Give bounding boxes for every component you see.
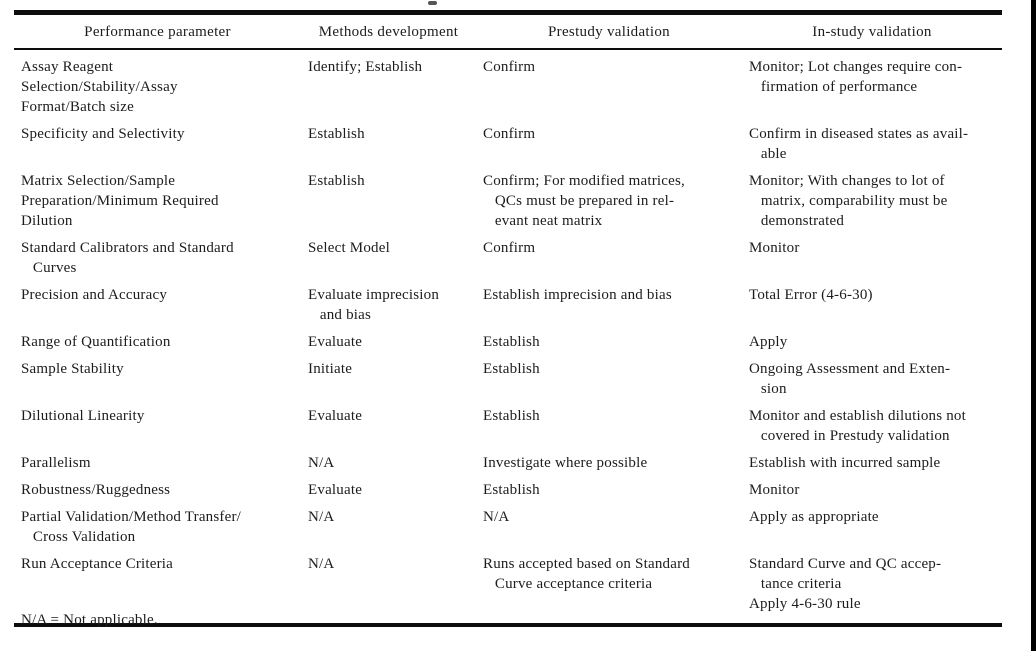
table-row: Standard Calibrators and Standard Curves… [14,231,1002,278]
cell-parameter: Parallelism [21,455,91,471]
cell-methods-development: N/A [308,455,335,471]
column-header-methods-development: Methods development [301,12,476,50]
table-row: Assay Reagent Selection/Stability/Assay … [14,49,1002,117]
scan-edge-bar [1031,0,1036,651]
cell-in-study-validation: Monitor and establish dilutions not cove… [749,408,966,444]
cell-prestudy-validation: Investigate where possible [483,455,648,471]
validation-parameters-table: Performance parameter Methods developmen… [14,10,1002,627]
cell-methods-development: Select Model [308,240,390,256]
cell-prestudy-validation: Runs accepted based on Standard Curve ac… [483,556,690,592]
header-row: Performance parameter Methods developmen… [14,12,1002,50]
cell-methods-development: Evaluate [308,408,363,424]
cell-parameter: Matrix Selection/Sample Preparation/Mini… [21,173,219,229]
cell-parameter: Run Acceptance Criteria [21,556,174,572]
cell-parameter: Dilutional Linearity [21,408,145,424]
table-row: Matrix Selection/Sample Preparation/Mini… [14,164,1002,231]
cell-prestudy-validation: N/A [483,509,510,525]
cell-methods-development: N/A [308,556,335,572]
cell-in-study-validation: Standard Curve and QC accep- tance crite… [749,556,942,612]
cell-in-study-validation: Monitor [749,482,800,498]
cell-methods-development: Initiate [308,361,353,377]
cell-in-study-validation: Apply as appropriate [749,509,879,525]
table-row: Range of Quantification Evaluate Establi… [14,325,1002,352]
cell-in-study-validation: Ongoing Assessment and Exten- sion [749,361,951,397]
cell-methods-development: Evaluate [308,482,363,498]
cell-in-study-validation: Confirm in diseased states as avail- abl… [749,126,969,162]
cell-parameter: Assay Reagent Selection/Stability/Assay … [21,59,178,115]
cell-parameter: Specificity and Selectivity [21,126,185,142]
cell-prestudy-validation: Establish imprecision and bias [483,287,672,303]
cell-in-study-validation: Monitor [749,240,800,256]
cell-prestudy-validation: Establish [483,361,540,377]
cell-parameter: Partial Validation/Method Transfer/ Cros… [21,509,242,545]
cell-parameter: Sample Stability [21,361,124,377]
cell-prestudy-validation: Confirm [483,240,536,256]
cell-prestudy-validation: Confirm [483,126,536,142]
table-footnote: N/A = Not applicable. [21,612,158,628]
cell-in-study-validation: Apply [749,334,788,350]
column-header-performance-parameter: Performance parameter [14,12,301,50]
cell-in-study-validation: Monitor; Lot changes require con- firmat… [749,59,963,95]
cell-prestudy-validation: Establish [483,408,540,424]
column-header-prestudy-validation: Prestudy validation [476,12,742,50]
cell-parameter: Standard Calibrators and Standard Curves [21,240,234,276]
cell-methods-development: Identify; Establish [308,59,423,75]
cell-in-study-validation: Monitor; With changes to lot of matrix, … [749,173,948,229]
table-row: Robustness/Ruggedness Evaluate Establish… [14,473,1002,500]
cell-in-study-validation: Establish with incurred sample [749,455,941,471]
cell-parameter: Precision and Accuracy [21,287,168,303]
cell-methods-development: Evaluate imprecision and bias [308,287,440,323]
table-row: Sample Stability Initiate Establish Ongo… [14,352,1002,399]
cell-in-study-validation: Total Error (4-6-30) [749,287,873,303]
cell-parameter: Robustness/Ruggedness [21,482,171,498]
cell-methods-development: Establish [308,173,365,189]
table-row: Dilutional Linearity Evaluate Establish … [14,399,1002,446]
column-header-in-study-validation: In-study validation [742,12,1002,50]
cell-prestudy-validation: Confirm; For modified matrices, QCs must… [483,173,685,229]
table-row: Precision and Accuracy Evaluate imprecis… [14,278,1002,325]
cell-methods-development: N/A [308,509,335,525]
cropped-title-artifact [428,1,437,5]
cell-prestudy-validation: Confirm [483,59,536,75]
cell-methods-development: Evaluate [308,334,363,350]
table-row: Parallelism N/A Investigate where possib… [14,446,1002,473]
cell-parameter: Range of Quantification [21,334,171,350]
table-row: Specificity and Selectivity Establish Co… [14,117,1002,164]
cell-methods-development: Establish [308,126,365,142]
table-row: Partial Validation/Method Transfer/ Cros… [14,500,1002,547]
cell-prestudy-validation: Establish [483,334,540,350]
table-row: Run Acceptance Criteria N/A Runs accepte… [14,547,1002,625]
cell-prestudy-validation: Establish [483,482,540,498]
